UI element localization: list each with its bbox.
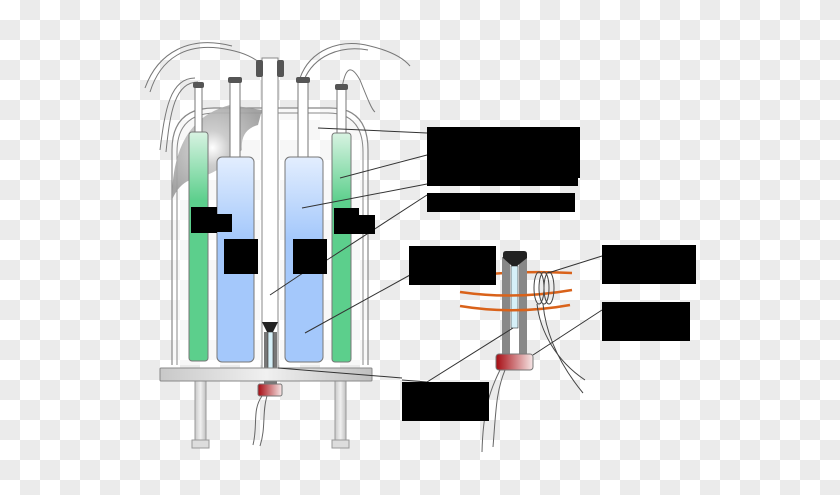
label-box [427,127,580,186]
label-box [402,382,489,421]
label-box [293,239,327,274]
label-box [602,302,690,341]
detail-assembly [459,251,586,453]
label-box [224,239,258,274]
right-coolant-tube [331,84,352,363]
base-stand [159,367,373,449]
left-coolant-tube [188,82,209,362]
label-box [427,193,575,212]
left-seal [257,383,283,397]
redacted-labels [191,127,696,421]
label-box [602,245,696,284]
left-wires [252,395,268,447]
label-box [334,208,375,234]
label-box [191,207,232,233]
label-box [409,246,496,285]
